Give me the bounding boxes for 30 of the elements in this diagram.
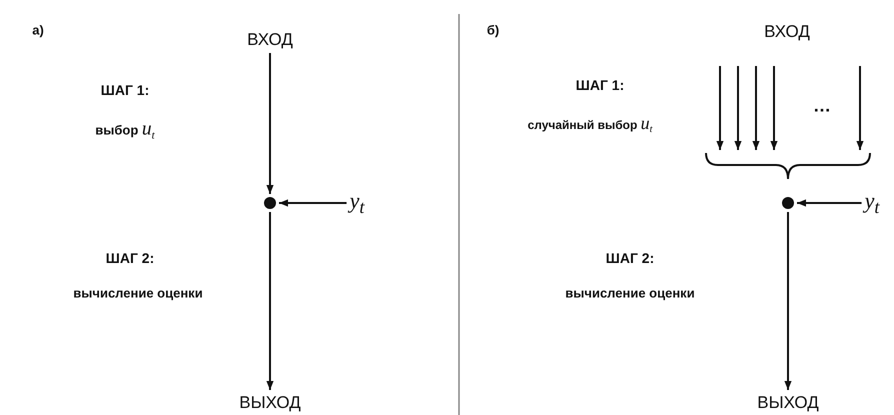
junction-dot: [264, 197, 276, 209]
curly-brace: [704, 151, 872, 181]
arrow: [716, 66, 724, 150]
signal-label: y$_{t}$: [864, 188, 880, 218]
panel-label: а): [32, 22, 44, 38]
input-label: ВХОД: [764, 22, 810, 42]
signal-label: y$_{t}$: [350, 188, 364, 218]
input-label: ВХОД: [247, 30, 293, 50]
output-label: ВЫХОД: [757, 393, 819, 413]
arrow: [279, 199, 347, 207]
arrow: [797, 199, 862, 207]
step-description: случайный выбор u$_{t}$: [528, 112, 652, 136]
arrow: [266, 53, 274, 194]
arrow: [784, 212, 792, 390]
step-description: вычисление оценки: [73, 286, 203, 300]
arrow: [752, 66, 760, 150]
junction-dot: [782, 197, 794, 209]
output-label: ВЫХОД: [239, 393, 301, 413]
arrow: [770, 66, 778, 150]
step-heading: ШАГ 1:: [100, 82, 150, 98]
arrow: [734, 66, 742, 150]
ellipsis: …: [813, 96, 831, 116]
step-description: вычисление оценки: [565, 286, 695, 300]
arrow: [856, 66, 864, 150]
step-heading: ШАГ 2:: [106, 250, 154, 266]
step-heading: ШАГ 2:: [606, 250, 654, 266]
panel-label: б): [486, 22, 500, 38]
arrow: [266, 212, 274, 390]
step-description: выбор u$_{t}$: [95, 118, 155, 142]
step-heading: ШАГ 1:: [576, 77, 624, 93]
